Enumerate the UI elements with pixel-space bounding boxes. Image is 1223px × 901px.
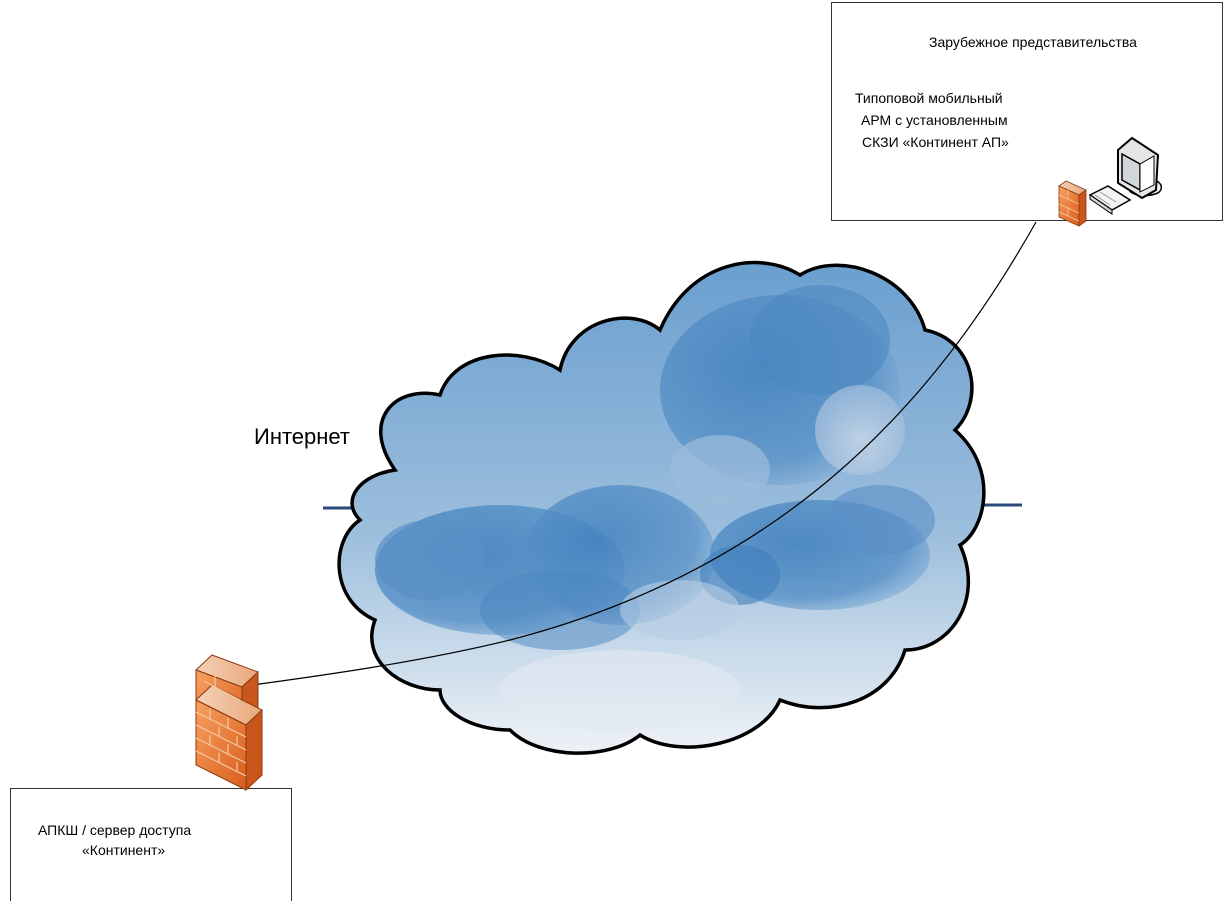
keyboard-icon [1088, 185, 1132, 215]
firewall-icon [195, 654, 263, 792]
cloud-icon [337, 260, 986, 755]
workstation-label-line-2: АРМ с установленным [861, 112, 1008, 128]
vpn-connection-line [229, 221, 1037, 692]
workstation-label-line-3: СКЗИ «Континент АП» [862, 134, 1009, 150]
internet-label: Интернет [254, 424, 350, 449]
office-title: Зарубежное представительства [929, 34, 1137, 50]
gateway-label-line-1: АПКШ / сервер доступа [38, 822, 192, 838]
computer-icon [1117, 136, 1163, 200]
workstation-label-line-1: Типоповой мобильный [855, 90, 1003, 106]
gateway-label-line-2: «Континент» [82, 842, 166, 858]
gateway-box [10, 788, 292, 901]
office-firewall-icon [1058, 180, 1087, 227]
